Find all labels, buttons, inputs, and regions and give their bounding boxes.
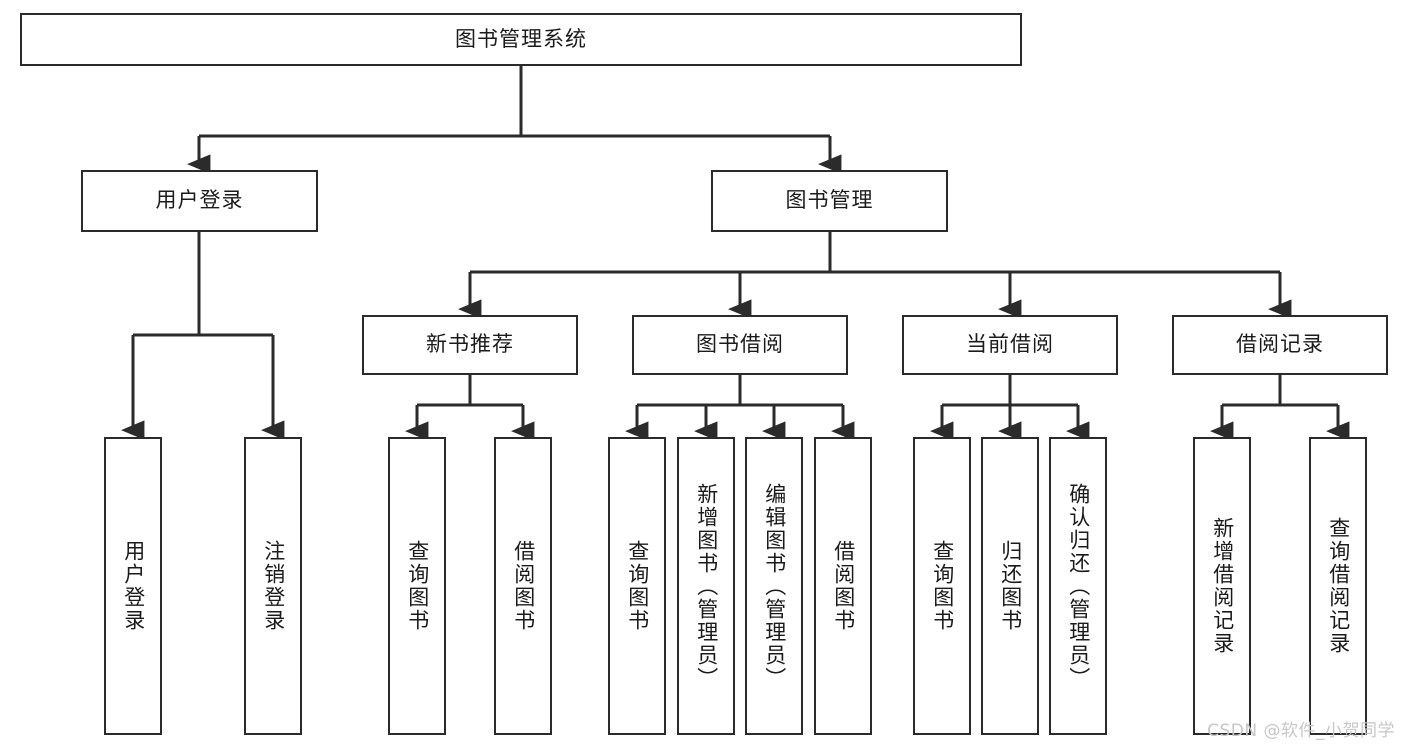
leaf-new-book-query[interactable]: 查询图书	[388, 437, 446, 735]
node-label: 查询借阅记录	[1326, 517, 1351, 655]
leaf-book-borrow-edit[interactable]: 编辑图书（管理员）	[745, 437, 803, 735]
leaf-book-borrow-query[interactable]: 查询图书	[608, 437, 666, 735]
leaf-book-borrow-borrow[interactable]: 借阅图书	[814, 437, 872, 735]
leaf-user-login-login[interactable]: 用户登录	[104, 437, 162, 735]
node-label: 新增图书（管理员）	[694, 482, 719, 690]
node-label: 编辑图书（管理员）	[762, 482, 787, 690]
node-root-system[interactable]: 图书管理系统	[20, 13, 1022, 66]
node-label: 借阅记录	[1236, 332, 1324, 357]
leaf-book-borrow-add[interactable]: 新增图书（管理员）	[677, 437, 735, 735]
leaf-user-login-logout[interactable]: 注销登录	[244, 437, 302, 735]
node-label: 用户登录	[155, 188, 244, 213]
node-borrow-record[interactable]: 借阅记录	[1172, 315, 1388, 375]
node-label: 查询图书	[930, 540, 955, 632]
node-current-borrow[interactable]: 当前借阅	[902, 315, 1118, 375]
node-book-borrow[interactable]: 图书借阅	[632, 315, 848, 375]
node-label: 新书推荐	[426, 332, 514, 357]
leaf-new-book-borrow[interactable]: 借阅图书	[494, 437, 552, 735]
node-label: 借阅图书	[511, 540, 536, 632]
node-label: 借阅图书	[831, 540, 856, 632]
node-label: 图书管理	[785, 188, 874, 213]
node-label: 归还图书	[998, 540, 1023, 632]
csdn-watermark: CSDN @软件_小贺同学	[1207, 721, 1395, 741]
node-label: 图书管理系统	[455, 26, 587, 51]
node-label: 当前借阅	[966, 332, 1054, 357]
node-label: 图书借阅	[696, 332, 784, 357]
leaf-borrow-record-add[interactable]: 新增借阅记录	[1193, 437, 1251, 735]
node-book-management[interactable]: 图书管理	[711, 170, 948, 232]
node-user-login[interactable]: 用户登录	[81, 170, 318, 232]
leaf-current-borrow-query[interactable]: 查询图书	[913, 437, 971, 735]
leaf-current-borrow-return[interactable]: 归还图书	[981, 437, 1039, 735]
node-label: 用户登录	[121, 540, 146, 632]
leaf-borrow-record-query[interactable]: 查询借阅记录	[1309, 437, 1367, 735]
node-label: 查询图书	[405, 540, 430, 632]
node-label: 新增借阅记录	[1210, 517, 1235, 655]
node-label: 查询图书	[625, 540, 650, 632]
node-label: 注销登录	[261, 540, 286, 632]
node-label: 确认归还（管理员）	[1066, 482, 1091, 690]
leaf-current-borrow-confirm-return[interactable]: 确认归还（管理员）	[1049, 437, 1107, 735]
node-new-book-recommend[interactable]: 新书推荐	[362, 315, 578, 375]
